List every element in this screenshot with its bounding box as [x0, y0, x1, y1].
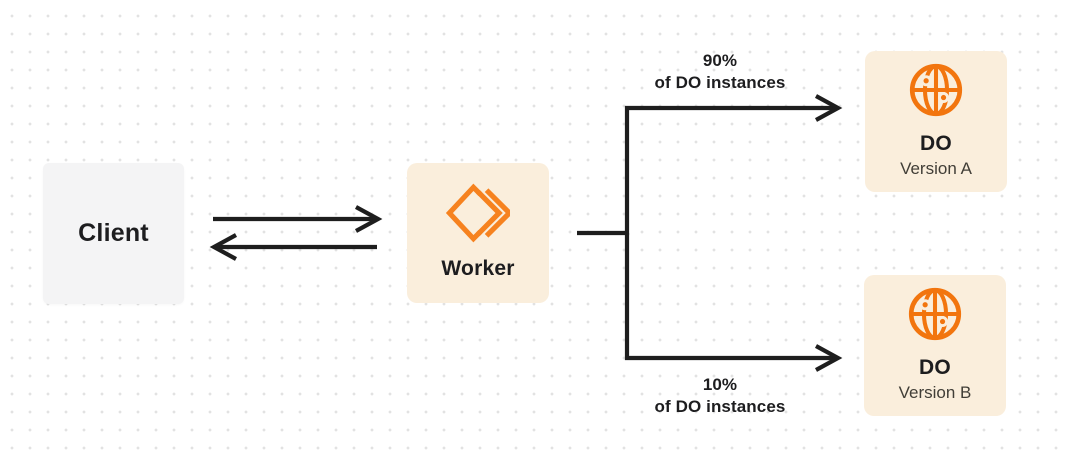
- do-a-title: DO: [919, 132, 953, 155]
- workers-icon: [446, 182, 510, 244]
- client-node: Client: [43, 163, 184, 304]
- traffic-split-10-percent: 10%: [702, 375, 738, 394]
- do-a-subtitle: Version A: [900, 159, 972, 178]
- traffic-split-10-caption: of DO instances: [654, 397, 786, 416]
- traffic-split-90-percent: 90%: [702, 51, 738, 70]
- arrow-worker-to-client-head: [209, 233, 238, 261]
- arrow-split-to-version-a-head: [814, 94, 843, 122]
- arrow-split-to-version-a: [577, 105, 835, 236]
- arrow-split-to-version-b: [624, 233, 835, 361]
- client-label: Client: [78, 219, 149, 247]
- do-b-subtitle: Version B: [898, 383, 972, 402]
- arrow-split-to-version-b-head: [814, 344, 843, 372]
- traffic-split-label-10: 10% of DO instances: [610, 374, 830, 418]
- do-version-b-node: DO Version B: [864, 275, 1006, 416]
- worker-label: Worker: [441, 257, 515, 280]
- arrow-client-to-worker-head: [354, 205, 383, 233]
- traffic-split-90-caption: of DO instances: [654, 73, 786, 92]
- do-b-title: DO: [918, 356, 952, 379]
- durable-object-globe-icon: [906, 285, 964, 343]
- traffic-split-label-90: 90% of DO instances: [610, 50, 830, 94]
- worker-node: Worker: [407, 163, 549, 303]
- durable-object-globe-icon: [907, 61, 965, 119]
- do-version-a-node: DO Version A: [865, 51, 1007, 192]
